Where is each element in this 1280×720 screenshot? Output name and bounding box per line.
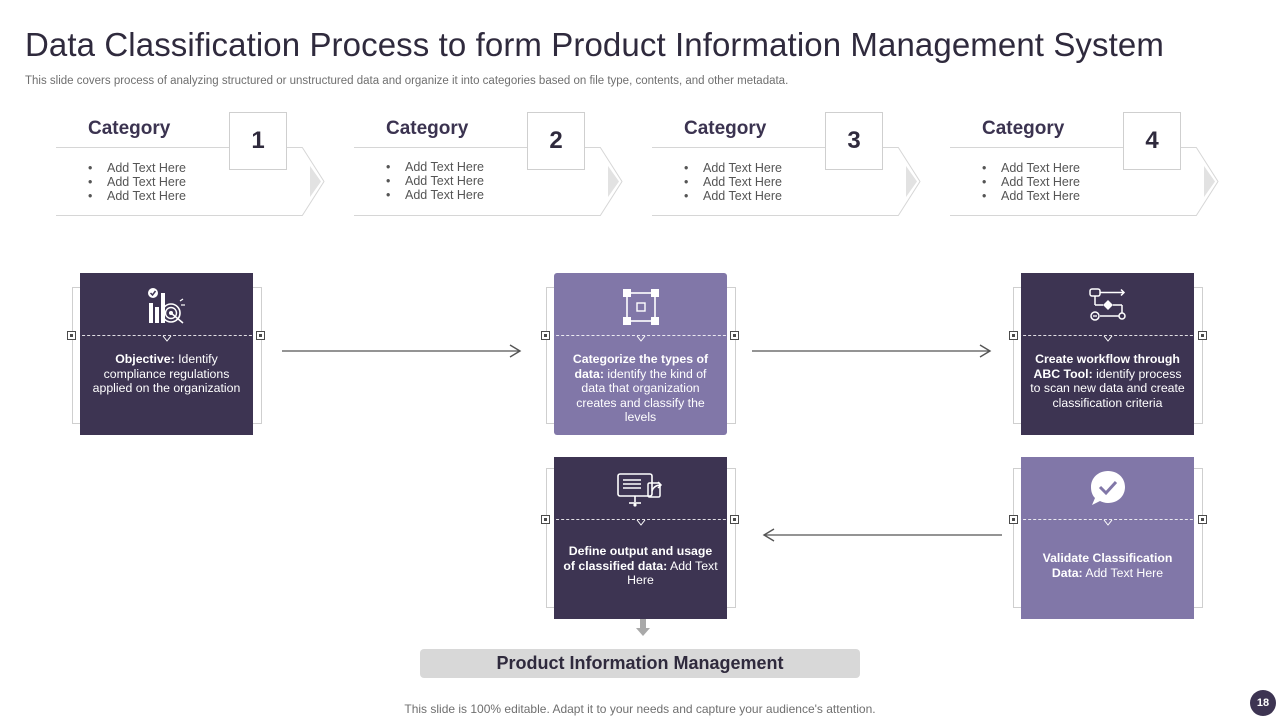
category-top-line [950, 147, 1196, 148]
workflow-icon [1021, 287, 1194, 327]
step-text: Categorize the types of data: identify t… [572, 352, 709, 424]
category-list: •Add Text Here •Add Text Here •Add Text … [982, 161, 1080, 203]
category-number: 4 [1123, 112, 1181, 170]
chevron-right-icon [898, 147, 921, 216]
step-text: Validate Classification Data: Add Text H… [1042, 551, 1173, 580]
list-item: •Add Text Here [88, 189, 186, 203]
category-label: Category [386, 118, 469, 139]
anchor-handle [541, 515, 550, 524]
category-label: Category [88, 118, 171, 139]
anchor-handle [1009, 331, 1018, 340]
category-bottom-line [652, 215, 898, 216]
arrow-right-icon [752, 344, 992, 358]
dashed-connector [546, 519, 736, 520]
frame-nodes-icon [554, 287, 727, 327]
step-categorize: Categorize the types of data: identify t… [554, 273, 727, 435]
footer-note: This slide is 100% editable. Adapt it to… [404, 702, 876, 716]
chevron-right-icon [600, 147, 623, 216]
category-bottom-line [56, 215, 302, 216]
step-objective: Objective: Identify compliance regulatio… [80, 273, 253, 435]
anchor-handle [256, 331, 265, 340]
list-item: •Add Text Here [386, 160, 484, 174]
category-number: 1 [229, 112, 287, 170]
pim-banner: Product Information Management [420, 649, 860, 678]
step-validate: Validate Classification Data: Add Text H… [1021, 457, 1194, 619]
dashed-connector [1013, 519, 1203, 520]
notch-marker [636, 520, 646, 526]
step-text: Create workflow through ABC Tool: identi… [1030, 352, 1185, 410]
category-top-line [354, 147, 600, 148]
list-item: •Add Text Here [982, 189, 1080, 203]
list-item: •Add Text Here [386, 188, 484, 202]
notch-marker [1103, 336, 1113, 342]
arrow-left-icon [762, 528, 1002, 542]
list-item: •Add Text Here [982, 161, 1080, 175]
notch-marker [636, 336, 646, 342]
category-list: •Add Text Here •Add Text Here •Add Text … [684, 161, 782, 203]
category-card-4: Category 4 •Add Text Here •Add Text Here… [950, 112, 1240, 218]
category-label: Category [982, 118, 1065, 139]
arrow-down-icon [636, 619, 650, 636]
slide-title: Data Classification Process to form Prod… [25, 26, 1164, 63]
category-label: Category [684, 118, 767, 139]
notch-marker [162, 336, 172, 342]
category-bottom-line [354, 215, 600, 216]
page-number-badge: 18 [1250, 690, 1276, 716]
anchor-handle [1198, 331, 1207, 340]
category-number: 3 [825, 112, 883, 170]
category-list: •Add Text Here •Add Text Here •Add Text … [88, 161, 186, 203]
list-item: •Add Text Here [684, 161, 782, 175]
anchor-handle [67, 331, 76, 340]
monitor-share-icon [554, 471, 727, 511]
step-text: Define output and usage of classified da… [563, 544, 718, 587]
slide-subtitle: This slide covers process of analyzing s… [25, 75, 789, 87]
category-card-2: Category 2 •Add Text Here •Add Text Here… [354, 112, 644, 218]
dashed-connector [1013, 335, 1203, 336]
category-bottom-line [950, 215, 1196, 216]
chat-check-icon [1021, 469, 1194, 509]
dashed-connector [546, 335, 736, 336]
list-item: •Add Text Here [386, 174, 484, 188]
list-item: •Add Text Here [88, 161, 186, 175]
anchor-handle [541, 331, 550, 340]
anchor-handle [730, 331, 739, 340]
step-define-output: Define output and usage of classified da… [554, 457, 727, 619]
anchor-handle [1009, 515, 1018, 524]
chevron-right-icon [1196, 147, 1219, 216]
category-top-line [56, 147, 302, 148]
chart-target-icon [80, 287, 253, 327]
step-text: Objective: Identify compliance regulatio… [92, 352, 241, 395]
category-list: •Add Text Here •Add Text Here •Add Text … [386, 160, 484, 202]
arrow-right-icon [282, 344, 522, 358]
dashed-connector [72, 335, 262, 336]
chevron-right-icon [302, 147, 325, 216]
anchor-handle [1198, 515, 1207, 524]
step-workflow: Create workflow through ABC Tool: identi… [1021, 273, 1194, 435]
category-top-line [652, 147, 898, 148]
category-number: 2 [527, 112, 585, 170]
notch-marker [1103, 520, 1113, 526]
category-card-3: Category 3 •Add Text Here •Add Text Here… [652, 112, 942, 218]
list-item: •Add Text Here [88, 175, 186, 189]
anchor-handle [730, 515, 739, 524]
category-card-1: Category 1 •Add Text Here •Add Text Here… [56, 112, 346, 218]
list-item: •Add Text Here [982, 175, 1080, 189]
list-item: •Add Text Here [684, 175, 782, 189]
list-item: •Add Text Here [684, 189, 782, 203]
